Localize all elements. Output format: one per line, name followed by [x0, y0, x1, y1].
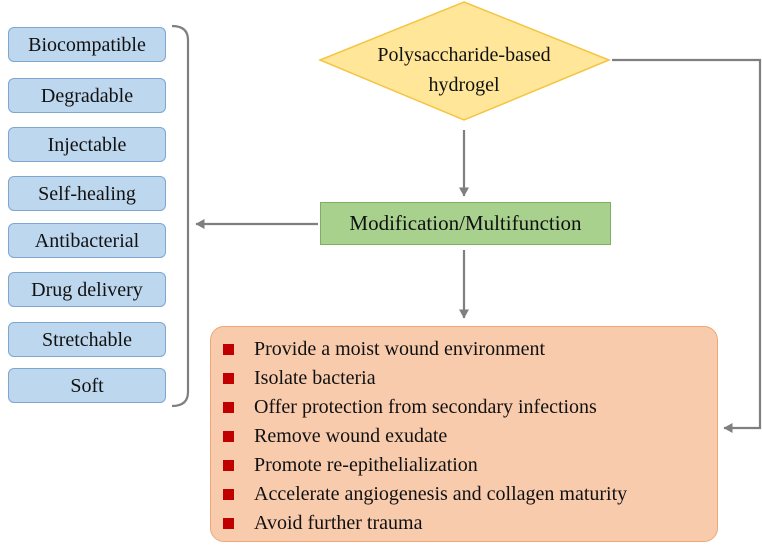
function-text: Avoid further trauma	[254, 512, 423, 534]
property-stretchable: Stretchable	[8, 322, 166, 357]
function-item: Provide a moist wound environment	[223, 335, 627, 364]
property-label: Soft	[70, 374, 104, 397]
hydrogel-label: Polysaccharide-based hydrogel	[320, 40, 608, 100]
function-item: Accelerate angiogenesis and collagen mat…	[223, 480, 627, 509]
bullet-square-icon	[223, 373, 234, 384]
property-label: Self-healing	[38, 182, 136, 205]
hydrogel-diamond	[318, 1, 611, 121]
bullet-square-icon	[223, 431, 234, 442]
modification-label: Modification/Multifunction	[349, 211, 582, 235]
property-label: Degradable	[40, 84, 134, 107]
modification-box: Modification/Multifunction	[320, 202, 611, 245]
function-text: Offer protection from secondary infectio…	[254, 396, 597, 418]
bullet-square-icon	[223, 489, 234, 500]
property-antibacterial: Antibacterial	[8, 223, 166, 258]
property-label: Stretchable	[42, 328, 132, 351]
function-item: Avoid further trauma	[223, 509, 627, 538]
bullet-square-icon	[223, 460, 234, 471]
function-text: Provide a moist wound environment	[254, 338, 546, 360]
property-label: Antibacterial	[34, 229, 140, 252]
arrow-hydrogel-to-functions	[612, 58, 762, 433]
function-text: Remove wound exudate	[254, 425, 448, 447]
function-text: Isolate bacteria	[254, 367, 376, 389]
function-item: Remove wound exudate	[223, 422, 627, 451]
function-item: Promote re-epithelialization	[223, 451, 627, 480]
property-label: Drug delivery	[31, 278, 143, 301]
function-text: Accelerate angiogenesis and collagen mat…	[254, 483, 628, 505]
function-item: Offer protection from secondary infectio…	[223, 393, 627, 422]
wound-functions-list: Provide a moist wound environment Isolat…	[223, 335, 627, 538]
function-item: Isolate bacteria	[223, 364, 627, 393]
property-label: Biocompatible	[28, 33, 146, 56]
wound-functions-box: Provide a moist wound environment Isolat…	[210, 326, 718, 542]
bullet-square-icon	[223, 344, 234, 355]
hydrogel-label-line2: hydrogel	[428, 74, 500, 96]
property-label: Injectable	[47, 133, 127, 156]
function-text: Promote re-epithelialization	[254, 454, 478, 476]
property-biocompatible: Biocompatible	[8, 27, 166, 62]
bullet-square-icon	[223, 402, 234, 413]
property-drug-delivery: Drug delivery	[8, 272, 166, 307]
property-injectable: Injectable	[8, 127, 166, 162]
property-bracket	[171, 24, 190, 408]
bullet-square-icon	[223, 518, 234, 529]
property-degradable: Degradable	[8, 78, 166, 113]
property-soft: Soft	[8, 368, 166, 403]
hydrogel-label-line1: Polysaccharide-based	[377, 44, 551, 66]
property-self-healing: Self-healing	[8, 176, 166, 211]
